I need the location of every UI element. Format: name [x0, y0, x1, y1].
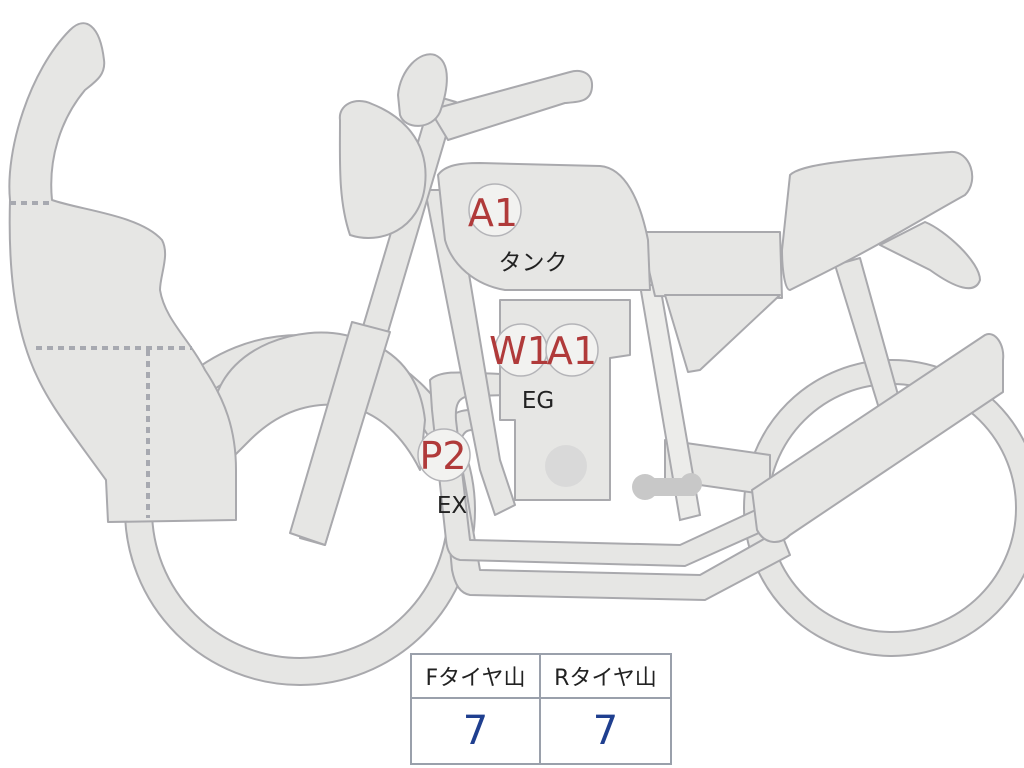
- rear-muffler: [751, 333, 1005, 543]
- exhaust-code: P2: [419, 434, 466, 478]
- headlight: [338, 100, 427, 239]
- engine-cover: [545, 445, 587, 487]
- mirror: [397, 53, 448, 127]
- front-tire-tread-header: Fタイヤ山: [412, 655, 541, 699]
- rear-tire-tread-header: Rタイヤ山: [541, 655, 670, 699]
- tank-label: タンク: [499, 250, 568, 276]
- engine-a-marker-badge: [545, 323, 599, 377]
- exhaust-marker-badge: [417, 428, 471, 482]
- tank-code: A1: [468, 191, 518, 235]
- exhaust-label: EX: [437, 493, 468, 519]
- tail-light: [879, 221, 981, 290]
- rear-cowl: [664, 294, 781, 373]
- engine-label: EG: [522, 388, 554, 414]
- tank-marker-badge: [468, 183, 522, 237]
- side-cover: [639, 231, 783, 299]
- tire-tread-table: Fタイヤ山 Rタイヤ山 7 7: [410, 653, 672, 765]
- fork-slider: [289, 321, 391, 546]
- engine-a-code: A1: [547, 329, 597, 373]
- rear-tire-tread-value: 7: [592, 708, 619, 754]
- fairing: [8, 22, 237, 523]
- front-tire-tread-value: 7: [412, 699, 541, 763]
- seat: [781, 150, 974, 291]
- engine-w-code: W1: [489, 329, 551, 373]
- handlebar: [429, 69, 594, 141]
